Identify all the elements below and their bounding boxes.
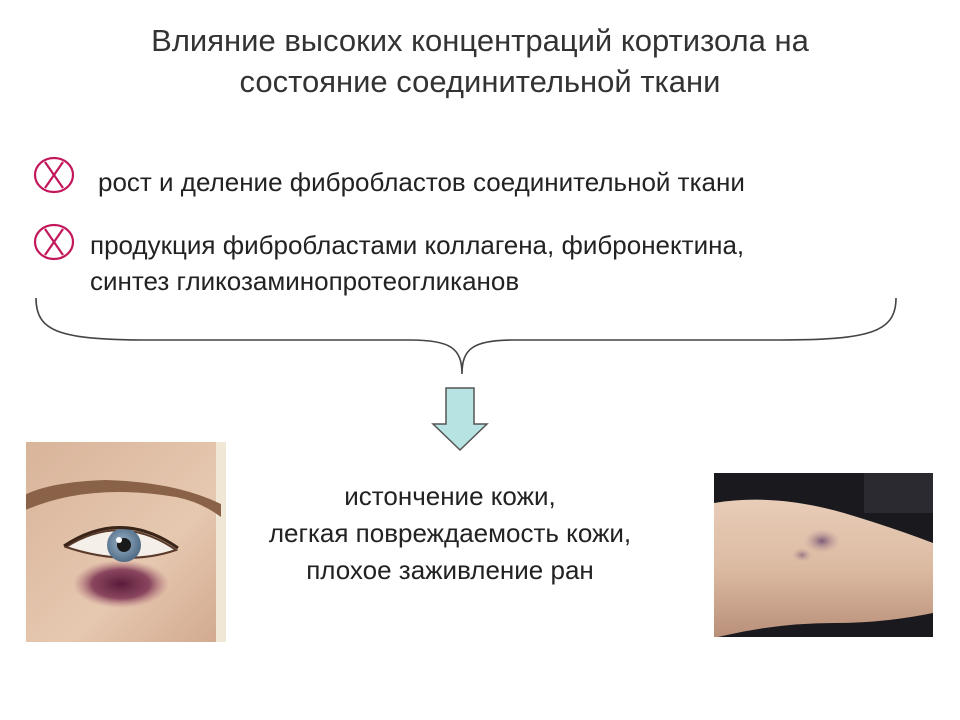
title-line-2: состояние соединительной ткани bbox=[239, 64, 721, 99]
photo-bruised-arm bbox=[714, 473, 933, 637]
title-line-1: Влияние высоких концентраций кортизола н… bbox=[151, 23, 809, 58]
result-line-1: истончение кожи, bbox=[344, 481, 556, 511]
photo-bruised-eye bbox=[26, 442, 226, 642]
item-1-text: рост и деление фибробластов соединительн… bbox=[98, 167, 745, 197]
item-2-line-1: продукция фибробластами коллагена, фибро… bbox=[90, 230, 745, 260]
list-item-collagen-production: продукция фибробластами коллагена, фибро… bbox=[90, 227, 744, 299]
circle-x-icon bbox=[33, 156, 75, 194]
down-arrow-icon bbox=[431, 387, 489, 452]
result-line-2: легкая повреждаемость кожи, bbox=[268, 518, 632, 548]
curly-brace bbox=[35, 297, 897, 375]
item-2-line-2: синтез гликозаминопротеогликанов bbox=[90, 266, 520, 296]
result-text: истончение кожи, легкая повреждаемость к… bbox=[220, 478, 680, 589]
list-item-fibroblast-growth: рост и деление фибробластов соединительн… bbox=[98, 164, 745, 200]
slide-title: Влияние высоких концентраций кортизола н… bbox=[40, 20, 920, 102]
result-line-3: плохое заживление ран bbox=[306, 555, 594, 585]
circle-x-icon bbox=[33, 223, 75, 261]
